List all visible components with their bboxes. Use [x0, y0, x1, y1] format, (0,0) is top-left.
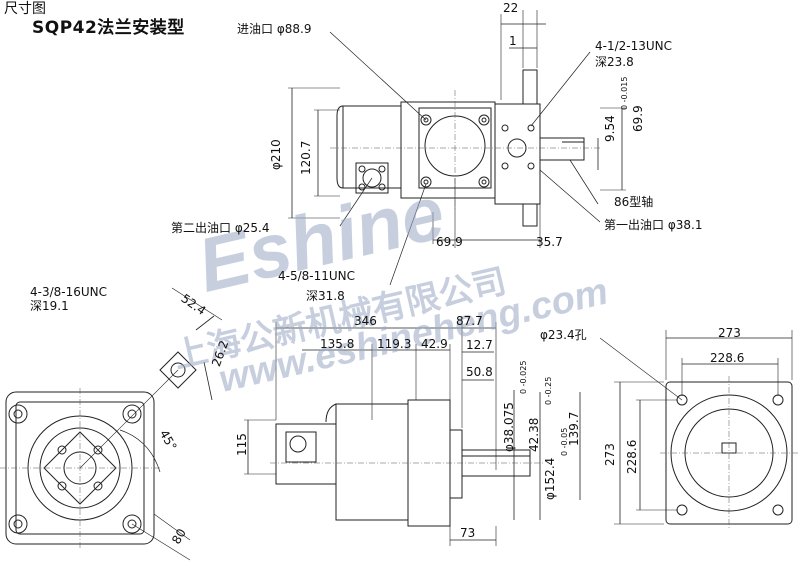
dim-69-9-bottom: 69.9: [436, 235, 463, 249]
dim-115: 115: [235, 433, 249, 456]
dim-273-top: 273: [718, 326, 741, 340]
dia-38-075: φ38.075: [502, 402, 516, 452]
dim-69-9-right: 69.9: [631, 105, 645, 132]
right-view-outline: [599, 330, 793, 525]
dim-9-54: 9.54: [603, 115, 617, 142]
dim-42-38: 42.38: [527, 417, 541, 452]
dim-9-54-tol: 0 -0.015: [620, 76, 629, 110]
dim-73: 73: [460, 526, 476, 540]
dim-228-6-left: 228.6: [625, 439, 639, 474]
thread-left-label: 4-3/8-16UNC: [30, 285, 108, 299]
dim-346: 346: [354, 314, 377, 328]
dim-119-3: 119.3: [377, 337, 412, 351]
depth-top-label: 深23.8: [595, 55, 634, 69]
model-subtitle: SQP42法兰安装型: [32, 18, 185, 38]
dim-135-8: 135.8: [320, 337, 355, 351]
outlet-1-label: 第一出油口 φ38.1: [604, 218, 703, 232]
dim-1: 1: [509, 34, 517, 48]
inlet-label: 进油口 φ88.9: [237, 22, 312, 36]
dim-12-7: 12.7: [466, 338, 493, 352]
top-view-outline: [288, 10, 626, 286]
dim-42-38-tol: 0 -0.25: [544, 376, 553, 405]
dia-38-075-tol: 0 -0.025: [519, 360, 528, 394]
page-title: 尺寸图: [4, 1, 46, 17]
dim-87-7: 87.7: [456, 314, 483, 328]
dim-35-7: 35.7: [536, 235, 563, 249]
dia-152-4-tol: 0 -0.05: [560, 427, 569, 456]
thread-mid-label: 4-5/8-11UNC: [278, 269, 356, 283]
dia-210: φ210: [269, 139, 283, 170]
dim-273-left: 273: [603, 443, 617, 466]
outlet-2-label: 第二出油口 φ25.4: [171, 221, 270, 235]
dim-22: 22: [503, 1, 519, 15]
dim-228-6-top: 228.6: [710, 351, 745, 365]
depth-left-label: 深19.1: [30, 299, 69, 313]
dim-42-9: 42.9: [421, 337, 448, 351]
centerlines: [0, 90, 798, 548]
dim-120-7: 120.7: [299, 140, 313, 175]
dia-152-4: φ152.4: [543, 457, 557, 500]
depth-mid-label: 深31.8: [306, 289, 345, 303]
thread-top-label: 4-1/2-13UNC: [595, 39, 673, 53]
hole-label: φ23.4孔: [540, 328, 587, 342]
shaft-86-label: 86型轴: [614, 195, 654, 209]
dim-50-8: 50.8: [466, 365, 493, 379]
